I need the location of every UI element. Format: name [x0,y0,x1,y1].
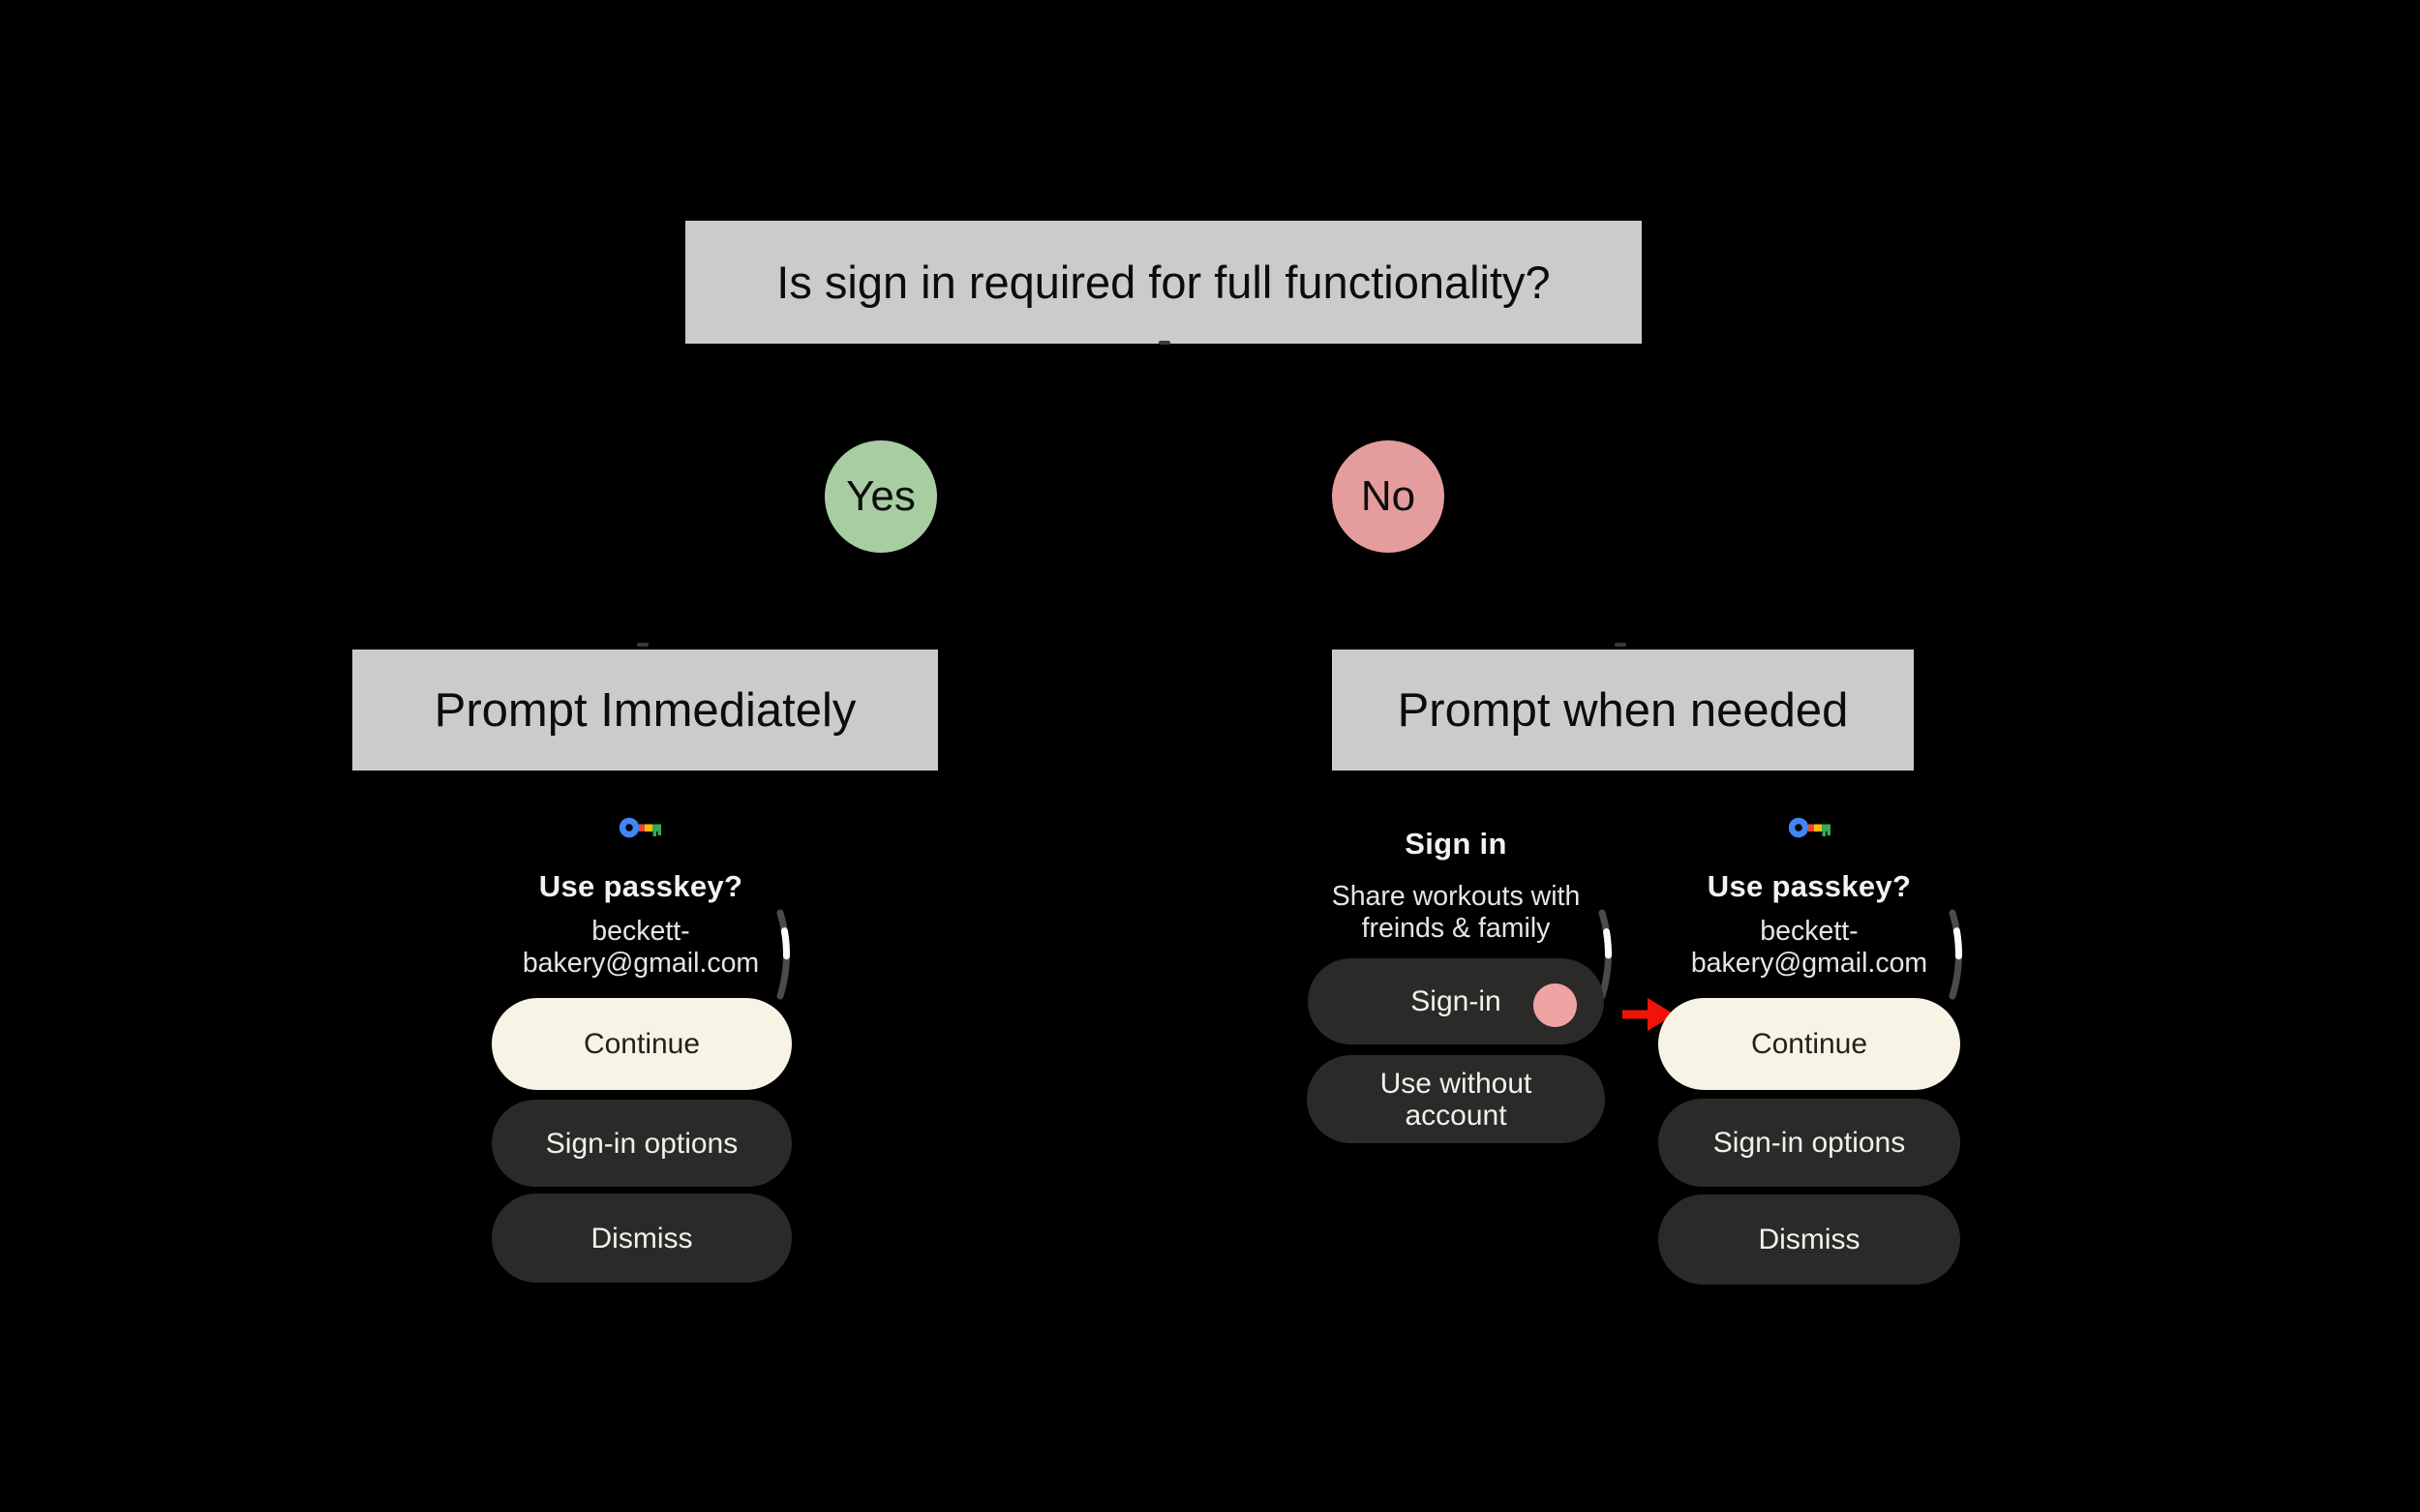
dismiss-button-right[interactable]: Dismiss [1658,1194,1960,1285]
outcome-prompt-immediately: Prompt Immediately [352,650,938,771]
scroll-indicator[interactable] [773,908,801,1001]
connector-mark [1615,643,1626,647]
connector-mark [1159,341,1170,345]
tap-indicator [1533,983,1577,1027]
passkey-title-left: Use passkey? [538,869,743,903]
signin-options-button-right[interactable]: Sign-in options [1658,1099,1960,1187]
question-text: Is sign in required for full functionali… [776,257,1551,308]
no-label: No [1360,472,1416,520]
email-line1: beckett- [1760,916,1859,947]
email-line2: bakery@gmail.com [522,948,760,979]
subtitle-line2: freinds & family [1361,913,1551,944]
outcome-left-text: Prompt Immediately [434,683,857,737]
outcome-prompt-when-needed: Prompt when needed [1332,650,1914,771]
connector-mark [637,643,649,647]
passkey-key-icon [620,817,662,843]
branch-yes: Yes [825,440,937,553]
scroll-indicator[interactable] [1946,908,1973,1001]
subtitle-line1: Share workouts with [1331,881,1581,912]
arrow-right-icon [1618,995,1679,1034]
yes-label: Yes [846,472,916,520]
continue-button-right[interactable]: Continue [1658,998,1960,1090]
question-box: Is sign in required for full functionali… [685,221,1642,344]
signin-title: Sign in [1405,827,1507,861]
branch-no: No [1332,440,1444,553]
signin-subtitle: Share workouts with freinds & family [1311,881,1601,945]
email-line2: bakery@gmail.com [1690,948,1928,979]
signin-options-button-left[interactable]: Sign-in options [492,1100,792,1187]
passkey-key-icon [1789,817,1831,843]
email-line1: beckett- [591,916,690,947]
outcome-right-text: Prompt when needed [1397,683,1849,737]
scroll-indicator[interactable] [1595,908,1622,1001]
passkey-title-right: Use passkey? [1707,869,1912,903]
use-without-account-button[interactable]: Use without account [1307,1055,1605,1143]
dismiss-button-left[interactable]: Dismiss [492,1194,792,1283]
passkey-email-left: beckett- bakery@gmail.com [496,916,786,980]
continue-button-left[interactable]: Continue [492,998,792,1090]
passkey-email-right: beckett- bakery@gmail.com [1664,916,1954,980]
